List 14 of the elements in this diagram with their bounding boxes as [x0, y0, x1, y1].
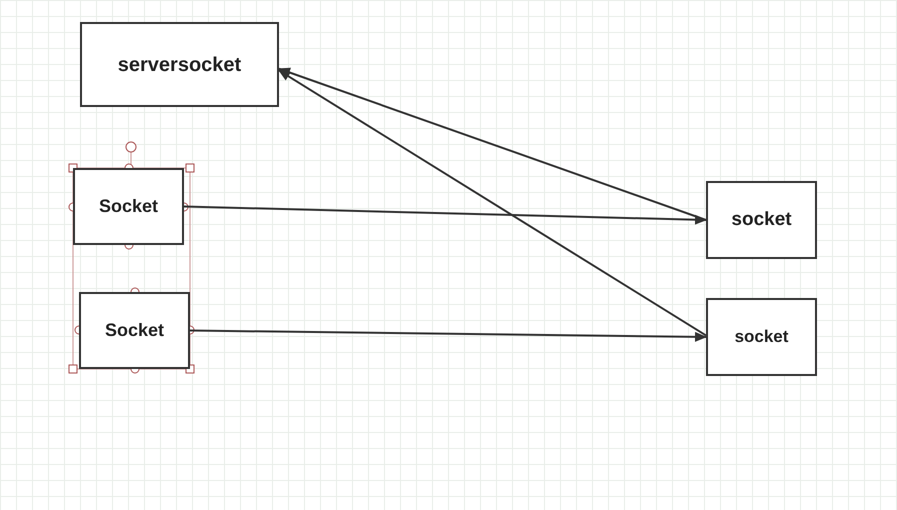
- box-label: serversocket: [118, 52, 242, 78]
- box-label: Socket: [104, 319, 164, 342]
- process-box: [80, 22, 279, 107]
- arrow: [184, 206, 707, 225]
- process-box: [73, 168, 184, 245]
- process-box: [706, 298, 817, 376]
- arrow: [278, 68, 706, 221]
- box-label: Socket: [98, 195, 158, 218]
- box-label: socket: [734, 326, 788, 348]
- process-box: [706, 181, 817, 259]
- arrow: [190, 330, 707, 342]
- arrow: [278, 70, 707, 336]
- box-label: socket: [731, 208, 792, 232]
- process-box: [79, 292, 190, 369]
